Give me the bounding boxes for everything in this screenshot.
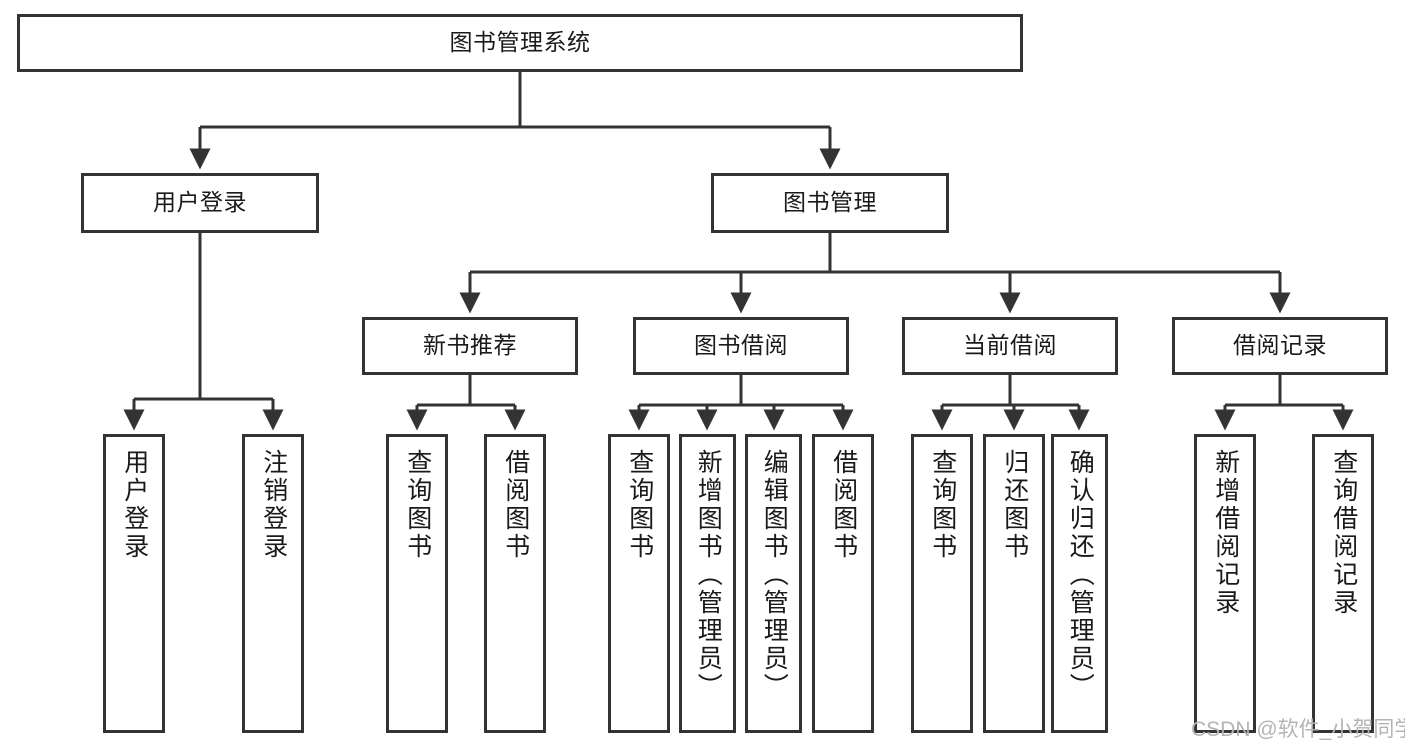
node-leaf-query-book-2[interactable]: 查询图书 [608,434,670,733]
node-borrow-record[interactable]: 借阅记录 [1172,317,1388,375]
node-leaf-borrow-book-2-label: 借阅图书 [829,449,858,561]
node-root[interactable]: 图书管理系统 [17,14,1023,72]
node-current-borrow[interactable]: 当前借阅 [902,317,1118,375]
node-root-label: 图书管理系统 [449,29,591,56]
node-leaf-borrow-book-1-label: 借阅图书 [501,449,530,561]
node-user-login[interactable]: 用户登录 [81,173,319,233]
node-leaf-confirm-return-admin[interactable]: 确认归还（管理员） [1051,434,1108,733]
node-new-book-recommend[interactable]: 新书推荐 [362,317,578,375]
node-leaf-query-borrow-record[interactable]: 查询借阅记录 [1312,434,1374,733]
node-book-borrow-label: 图书借阅 [694,332,788,359]
node-leaf-add-borrow-record[interactable]: 新增借阅记录 [1194,434,1256,733]
csdn-watermark: CSDN @软件_小贺同学 [1191,718,1405,741]
node-leaf-query-book-3[interactable]: 查询图书 [911,434,973,733]
node-leaf-user-logout-label: 注销登录 [259,449,288,561]
node-leaf-add-book-admin[interactable]: 新增图书（管理员） [679,434,736,733]
node-leaf-edit-book-admin[interactable]: 编辑图书（管理员） [745,434,802,733]
node-book-borrow[interactable]: 图书借阅 [633,317,849,375]
node-user-login-label: 用户登录 [153,189,247,216]
node-leaf-user-login-label: 用户登录 [120,449,149,561]
node-leaf-user-login[interactable]: 用户登录 [103,434,165,733]
node-leaf-query-book-2-label: 查询图书 [625,449,654,561]
node-borrow-record-label: 借阅记录 [1233,332,1327,359]
node-leaf-return-book[interactable]: 归还图书 [983,434,1045,733]
node-leaf-add-book-admin-label: 新增图书（管理员） [694,449,723,701]
node-book-manage[interactable]: 图书管理 [711,173,949,233]
node-leaf-query-book-3-label: 查询图书 [928,449,957,561]
node-new-book-recommend-label: 新书推荐 [423,332,517,359]
node-leaf-query-borrow-record-label: 查询借阅记录 [1329,449,1358,617]
node-leaf-query-book-1-label: 查询图书 [403,449,432,561]
node-leaf-add-borrow-record-label: 新增借阅记录 [1211,449,1240,617]
node-leaf-return-book-label: 归还图书 [1000,449,1029,561]
node-leaf-borrow-book-2[interactable]: 借阅图书 [812,434,874,733]
node-current-borrow-label: 当前借阅 [963,332,1057,359]
node-leaf-edit-book-admin-label: 编辑图书（管理员） [760,449,789,701]
node-leaf-borrow-book-1[interactable]: 借阅图书 [484,434,546,733]
node-book-manage-label: 图书管理 [783,189,877,216]
node-leaf-user-logout[interactable]: 注销登录 [242,434,304,733]
node-leaf-query-book-1[interactable]: 查询图书 [386,434,448,733]
node-leaf-confirm-return-admin-label: 确认归还（管理员） [1066,449,1095,701]
